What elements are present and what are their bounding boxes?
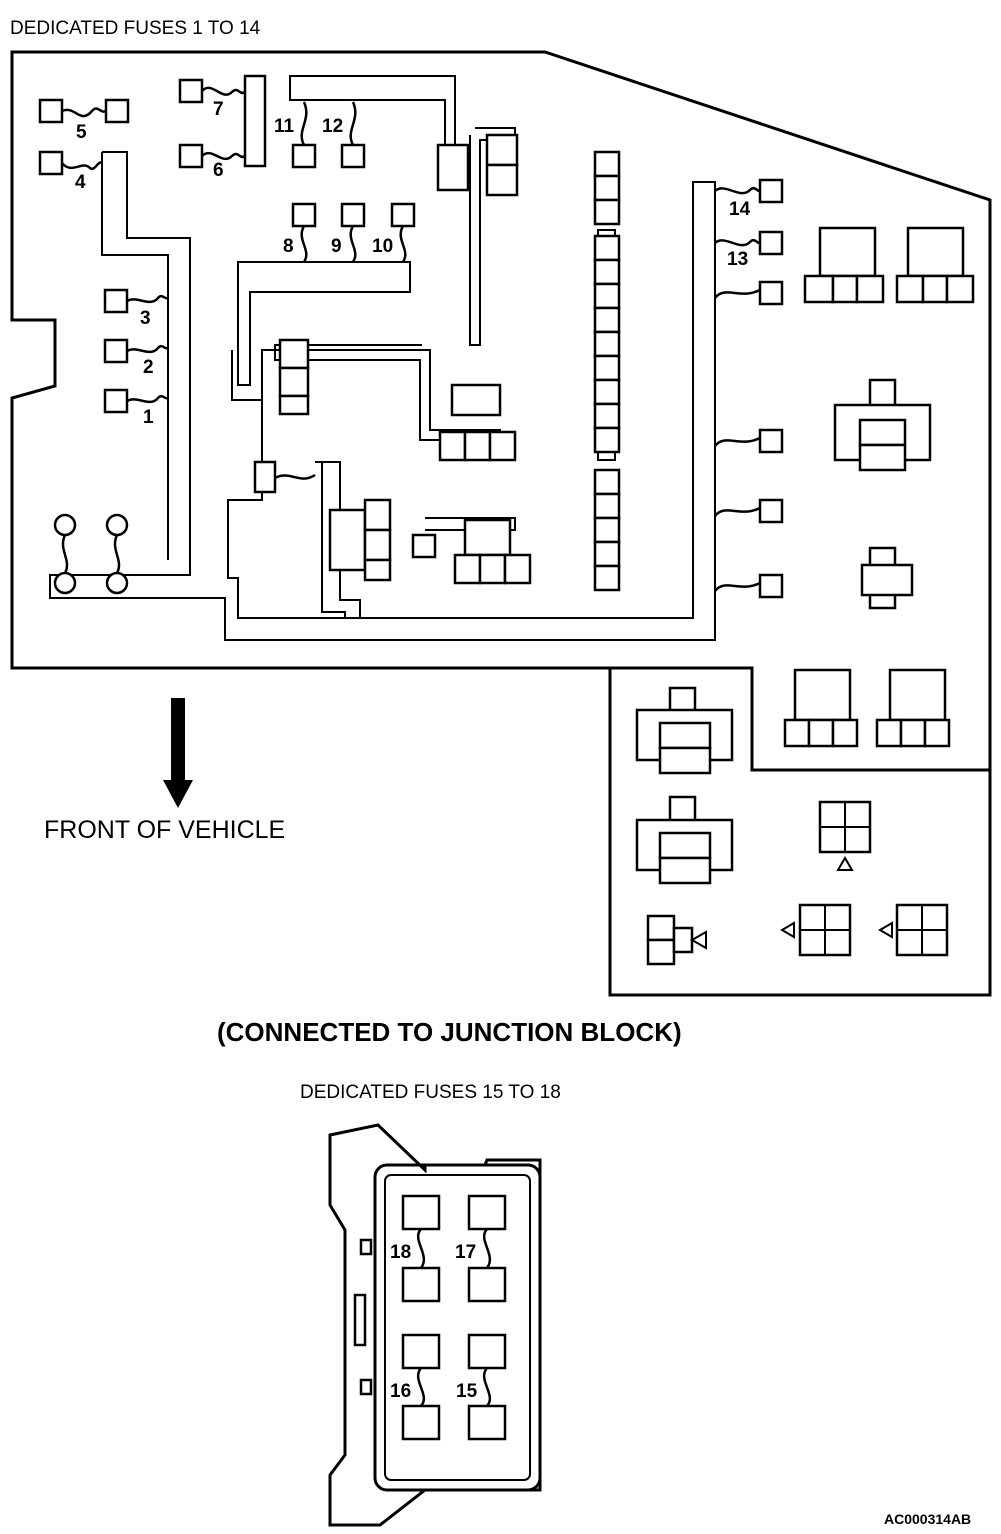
relay-column — [593, 150, 621, 592]
fuse-label-9: 9 — [331, 236, 342, 257]
center-connectors — [253, 133, 532, 585]
fuse-label-12: 12 — [322, 116, 343, 137]
fuse-label-5: 5 — [76, 122, 87, 143]
front-arrow-icon — [163, 698, 193, 808]
fuse-label-1: 1 — [143, 407, 154, 428]
junction-fuse-block — [328, 1123, 542, 1527]
fuse-label-18: 18 — [390, 1242, 411, 1263]
fuse-labels-15-18: 15 16 17 18 — [390, 1242, 478, 1402]
fuse-label-16: 16 — [390, 1381, 411, 1402]
fuse-label-3: 3 — [140, 308, 151, 329]
front-of-vehicle-label: FRONT OF VEHICLE — [44, 816, 285, 844]
junction-block-note: (CONNECTED TO JUNCTION BLOCK) — [217, 1017, 682, 1047]
fuse-label-6: 6 — [213, 160, 224, 181]
title-fuses-1-14: DEDICATED FUSES 1 TO 14 — [10, 18, 261, 39]
fuse-label-2: 2 — [143, 357, 154, 378]
fuse-label-4: 4 — [75, 172, 86, 193]
bolt-terminals — [53, 513, 129, 595]
title-fuses-15-18: DEDICATED FUSES 15 TO 18 — [300, 1082, 561, 1103]
main-box-outline — [10, 50, 992, 997]
fuse-label-11: 11 — [274, 116, 295, 137]
fuse-wires — [61, 86, 761, 592]
relays-upper-right — [803, 226, 975, 610]
fuse-label-13: 13 — [727, 249, 748, 270]
fuse-sockets — [38, 78, 784, 599]
fuse-label-14: 14 — [729, 199, 751, 220]
fuse-label-7: 7 — [213, 99, 224, 120]
figure-code: AC000314AB — [884, 1511, 971, 1527]
fuse-label-8: 8 — [283, 236, 294, 257]
fuse-label-10: 10 — [372, 236, 393, 257]
fuse-label-15: 15 — [456, 1381, 478, 1402]
fuse-label-17: 17 — [455, 1242, 476, 1263]
fuse-holder-bar — [243, 74, 267, 168]
relays-sub-box — [635, 668, 951, 966]
fuse-labels-1-14: 1 2 3 4 5 6 7 8 9 10 11 12 13 14 — [75, 99, 751, 428]
